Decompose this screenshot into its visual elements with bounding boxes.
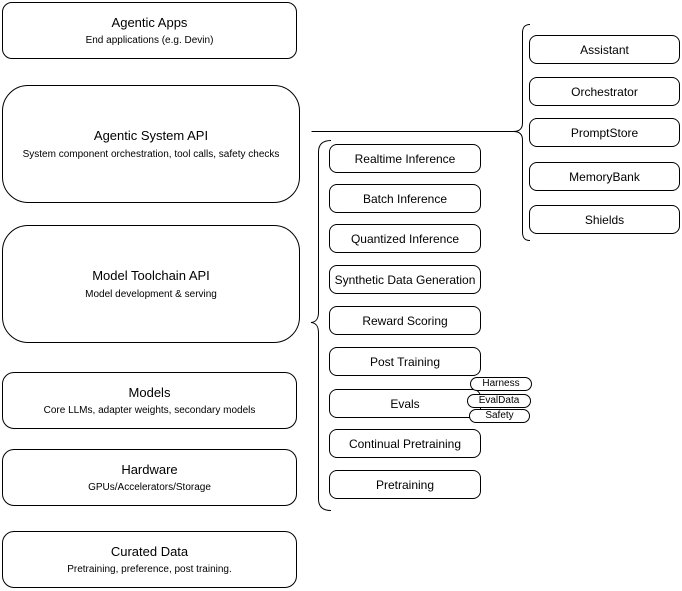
node-title: Agentic Apps <box>111 14 188 30</box>
node-evals: Evals <box>329 389 481 418</box>
node-memorybank: MemoryBank <box>529 162 680 191</box>
node-models: Models Core LLMs, adapter weights, secon… <box>2 372 297 429</box>
node-continual-pretraining: Continual Pretraining <box>329 429 481 458</box>
node-pretraining: Pretraining <box>329 470 481 499</box>
node-title: Hardware <box>121 461 178 477</box>
node-agentic-apps: Agentic Apps End applications (e.g. Devi… <box>2 2 297 59</box>
node-quantized-inference: Quantized Inference <box>329 224 481 253</box>
node-subtitle: Model development & serving <box>85 288 217 300</box>
node-title: Curated Data <box>110 543 189 559</box>
node-subtitle: System component orchestration, tool cal… <box>22 148 280 160</box>
node-subtitle: Core LLMs, adapter weights, secondary mo… <box>43 404 256 416</box>
node-model-toolchain-api: Model Toolchain API Model development & … <box>2 225 300 343</box>
node-synthetic-data-generation: Synthetic Data Generation <box>329 265 481 294</box>
node-subtitle: Pretraining, preference, post training. <box>67 563 232 575</box>
node-batch-inference: Batch Inference <box>329 184 481 213</box>
node-hardware: Hardware GPUs/Accelerators/Storage <box>2 449 297 506</box>
tag-safety: Safety <box>469 409 530 423</box>
node-realtime-inference: Realtime Inference <box>329 144 481 173</box>
node-title: Agentic System API <box>93 127 209 143</box>
node-title: Models <box>128 384 171 400</box>
node-subtitle: End applications (e.g. Devin) <box>85 34 214 46</box>
node-agentic-system-api: Agentic System API System component orch… <box>2 85 300 203</box>
node-orchestrator: Orchestrator <box>529 77 680 106</box>
tag-harness: Harness <box>470 377 532 391</box>
tag-evaldata: EvalData <box>467 394 531 408</box>
toolchain-brace <box>310 140 332 511</box>
node-post-training: Post Training <box>329 347 481 376</box>
components-brace <box>513 24 531 241</box>
node-reward-scoring: Reward Scoring <box>329 306 481 335</box>
node-curated-data: Curated Data Pretraining, preference, po… <box>2 531 297 588</box>
node-title: Model Toolchain API <box>92 267 210 283</box>
node-shields: Shields <box>529 205 680 234</box>
node-promptstore: PromptStore <box>529 118 680 147</box>
node-subtitle: GPUs/Accelerators/Storage <box>88 481 211 493</box>
node-assistant: Assistant <box>529 35 680 64</box>
